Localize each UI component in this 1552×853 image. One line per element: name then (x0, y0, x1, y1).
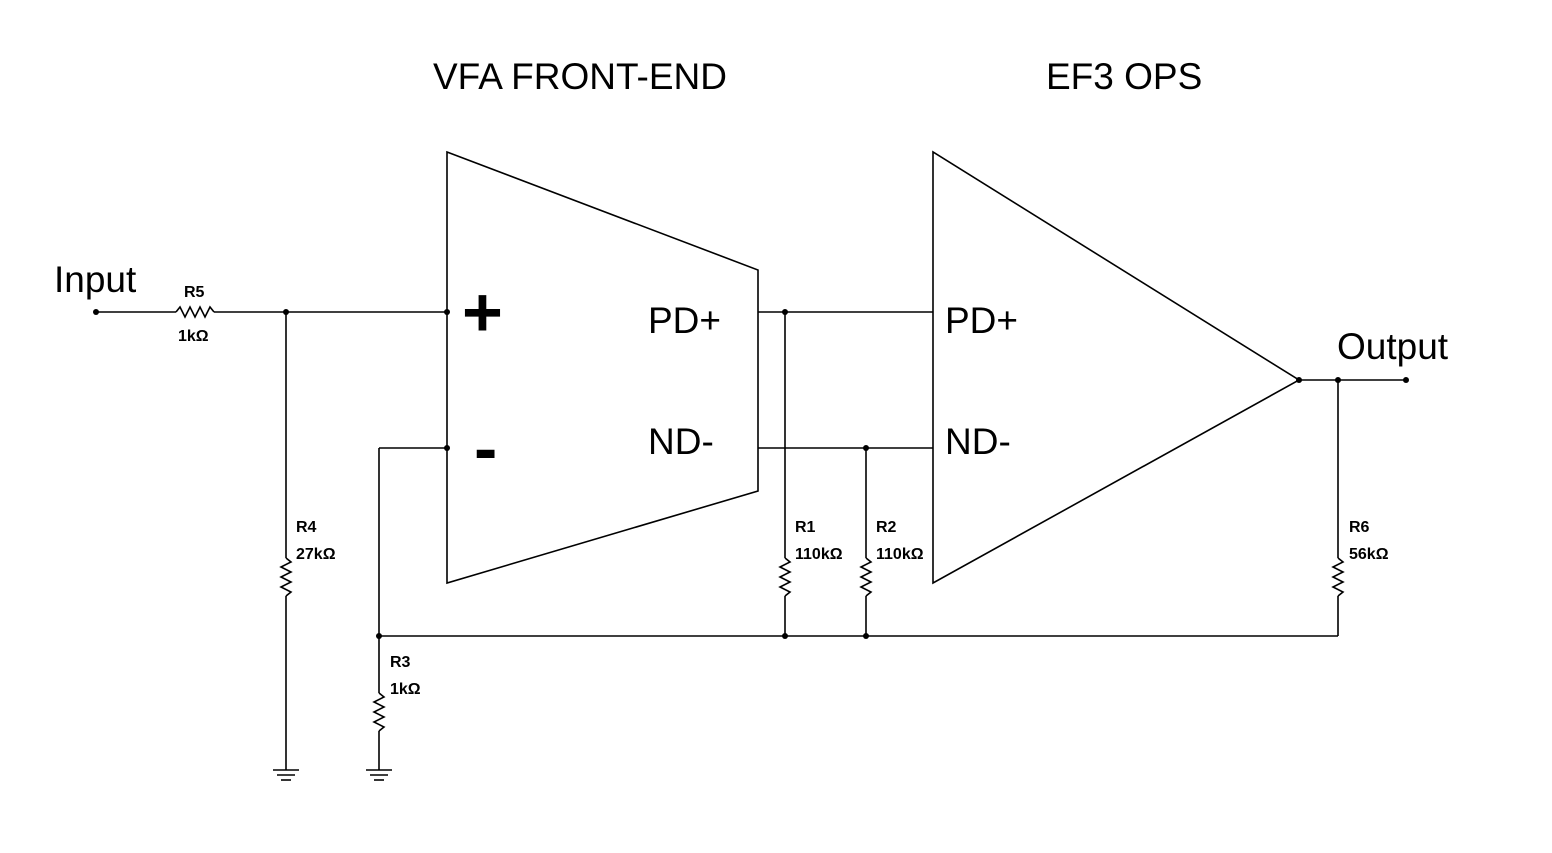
r2-value: 110kΩ (876, 546, 924, 563)
output-stage-pd-label: PD+ (945, 300, 1018, 341)
r1-value: 110kΩ (795, 546, 843, 563)
r6-ref: R6 (1349, 519, 1370, 536)
r3-ref: R3 (390, 654, 411, 671)
output-terminal (1403, 377, 1409, 383)
ground-icon (366, 769, 392, 781)
output-stage-nd-label: ND- (945, 421, 1011, 462)
plus-pin-node (444, 309, 450, 315)
front-end-title: VFA FRONT-END (433, 56, 727, 97)
r4-resistor (279, 557, 293, 597)
front-end-pd-label: PD+ (648, 300, 721, 341)
r2-resistor (859, 557, 873, 597)
r6-value: 56kΩ (1349, 546, 1389, 563)
r5-value: 1kΩ (178, 328, 209, 345)
inverting-input-sign: - (474, 409, 497, 487)
r1-ref: R1 (795, 519, 816, 536)
r4-value: 27kΩ (296, 546, 336, 563)
ground-icon (273, 769, 299, 781)
r6-resistor (1331, 557, 1345, 597)
minus-pin-node (444, 445, 450, 451)
output-label: Output (1337, 326, 1449, 367)
r2-ref: R2 (876, 519, 897, 536)
r4-ref: R4 (296, 519, 317, 536)
output-stage-title: EF3 OPS (1046, 56, 1202, 97)
r5-ref: R5 (184, 284, 205, 301)
input-label: Input (54, 259, 137, 300)
r5-resistor (175, 305, 215, 319)
non-inverting-input-sign: + (462, 273, 503, 351)
r1-resistor (778, 557, 792, 597)
r3-value: 1kΩ (390, 681, 421, 698)
r3-resistor (372, 692, 386, 732)
ef3-output-stage-block (932, 150, 1301, 585)
front-end-nd-label: ND- (648, 421, 714, 462)
vfa-front-end-block (446, 150, 759, 585)
